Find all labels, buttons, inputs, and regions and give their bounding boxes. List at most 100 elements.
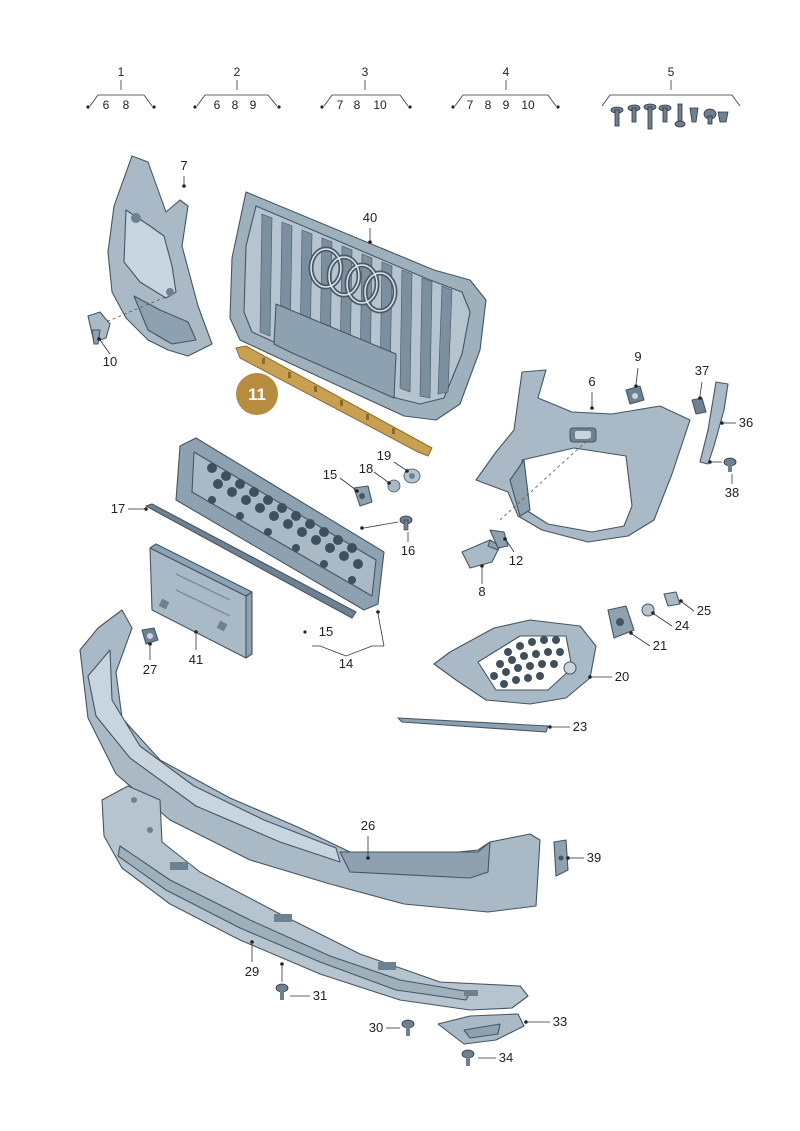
svg-text:20: 20 xyxy=(615,669,629,684)
svg-text:15: 15 xyxy=(319,624,333,639)
part-21-bracket xyxy=(607,605,635,639)
part-12-bracket xyxy=(489,529,509,549)
svg-text:23: 23 xyxy=(573,719,587,734)
svg-text:26: 26 xyxy=(361,818,375,833)
svg-text:29: 29 xyxy=(245,964,259,979)
svg-text:18: 18 xyxy=(359,461,373,476)
callout-24: 24 xyxy=(651,611,689,633)
callout-26: 26 xyxy=(361,818,375,860)
svg-text:11: 11 xyxy=(248,385,266,404)
group-member: 8 xyxy=(485,98,492,112)
group-member: 7 xyxy=(467,98,474,112)
callout-20: 20 xyxy=(588,669,629,684)
svg-text:9: 9 xyxy=(634,349,641,364)
callout-31: 31 xyxy=(280,962,327,1003)
callout-41: 41 xyxy=(189,630,203,667)
part-33-end-cap xyxy=(437,1013,525,1045)
svg-text:17: 17 xyxy=(111,501,125,516)
svg-text:25: 25 xyxy=(697,603,711,618)
part-39-bracket xyxy=(553,839,569,877)
group-member: 10 xyxy=(373,98,387,112)
svg-text:41: 41 xyxy=(189,652,203,667)
callout-27: 27 xyxy=(143,642,157,677)
group-header-2: 2 6 8 9 xyxy=(193,65,281,112)
group-header-3: 3 7 8 10 xyxy=(320,65,412,112)
group-member: 6 xyxy=(103,98,110,112)
callout-25: 25 xyxy=(679,599,711,618)
part-17-strip xyxy=(145,503,357,619)
svg-text:37: 37 xyxy=(695,363,709,378)
svg-text:16: 16 xyxy=(401,543,415,558)
part-8-cap xyxy=(461,539,501,569)
callout-30: 30 xyxy=(369,1020,400,1035)
callout-29: 29 xyxy=(245,940,259,979)
part-40-grille xyxy=(229,191,487,421)
part-19-grommet xyxy=(403,468,421,484)
part-26-bumper-lip xyxy=(79,609,541,913)
svg-text:7: 7 xyxy=(180,158,187,173)
svg-text:24: 24 xyxy=(675,618,689,633)
svg-text:30: 30 xyxy=(369,1020,383,1035)
svg-text:10: 10 xyxy=(103,354,117,369)
group-number: 1 xyxy=(118,65,125,79)
group-member: 10 xyxy=(521,98,535,112)
callout-7: 7 xyxy=(180,158,188,188)
part-11-trim-strip xyxy=(235,345,433,457)
group-number: 2 xyxy=(234,65,241,79)
callout-8: 8 xyxy=(478,564,486,599)
callout-33: 33 xyxy=(524,1014,567,1029)
group-number: 4 xyxy=(503,65,510,79)
part-29-underbody-panel xyxy=(101,785,529,1011)
callout-11-badge: 11 xyxy=(236,373,278,415)
group-member: 6 xyxy=(214,98,221,112)
callout-34: 34 xyxy=(478,1050,513,1065)
part-16-screw xyxy=(399,515,413,531)
part-31-screw xyxy=(275,983,289,1000)
callout-14: 14 15 xyxy=(303,610,385,671)
callout-16: 16 xyxy=(360,521,415,558)
callout-23: 23 xyxy=(548,719,587,734)
svg-text:36: 36 xyxy=(739,415,753,430)
callout-19: 19 xyxy=(377,448,409,473)
part-24-grommet xyxy=(641,603,655,617)
svg-text:39: 39 xyxy=(587,850,601,865)
part-34-screw xyxy=(461,1049,475,1066)
part-14-lower-grille xyxy=(175,437,385,611)
svg-text:34: 34 xyxy=(499,1050,513,1065)
group-member: 8 xyxy=(354,98,361,112)
group-member: 9 xyxy=(250,98,257,112)
callout-12: 12 xyxy=(503,537,523,568)
group-header-1: 1 6 8 xyxy=(86,65,156,112)
part-23-strip xyxy=(397,717,549,733)
callout-38: 38 xyxy=(708,460,739,500)
group-member: 8 xyxy=(232,98,239,112)
group-header-5: 5 xyxy=(601,65,741,130)
callout-15: 15 xyxy=(323,467,359,493)
callout-40: 40 xyxy=(363,210,377,244)
part-25-nut xyxy=(663,591,681,607)
svg-text:27: 27 xyxy=(143,662,157,677)
svg-text:38: 38 xyxy=(725,485,739,500)
part-38-screw xyxy=(723,457,737,472)
part-41-plate-bracket xyxy=(149,543,253,659)
part-20-side-grille xyxy=(433,619,597,705)
callout-39: 39 xyxy=(566,850,601,865)
group-number: 3 xyxy=(362,65,369,79)
screw-set-icon xyxy=(610,103,729,130)
part-18-nut xyxy=(387,479,401,493)
svg-text:15: 15 xyxy=(323,467,337,482)
part-7-left-bracket xyxy=(107,155,213,357)
svg-text:6: 6 xyxy=(588,374,595,389)
part-27-nut xyxy=(141,627,159,645)
callout-37: 37 xyxy=(695,363,709,400)
svg-text:14: 14 xyxy=(339,656,353,671)
part-15-clip xyxy=(353,485,373,507)
callout-6: 6 xyxy=(588,374,596,410)
part-9-clip xyxy=(625,385,645,405)
group-header-4: 4 7 8 9 10 xyxy=(451,65,560,112)
part-37-clip xyxy=(691,397,707,415)
svg-text:12: 12 xyxy=(509,553,523,568)
group-number: 5 xyxy=(668,65,675,79)
svg-text:40: 40 xyxy=(363,210,377,225)
callout-18: 18 xyxy=(359,461,391,485)
